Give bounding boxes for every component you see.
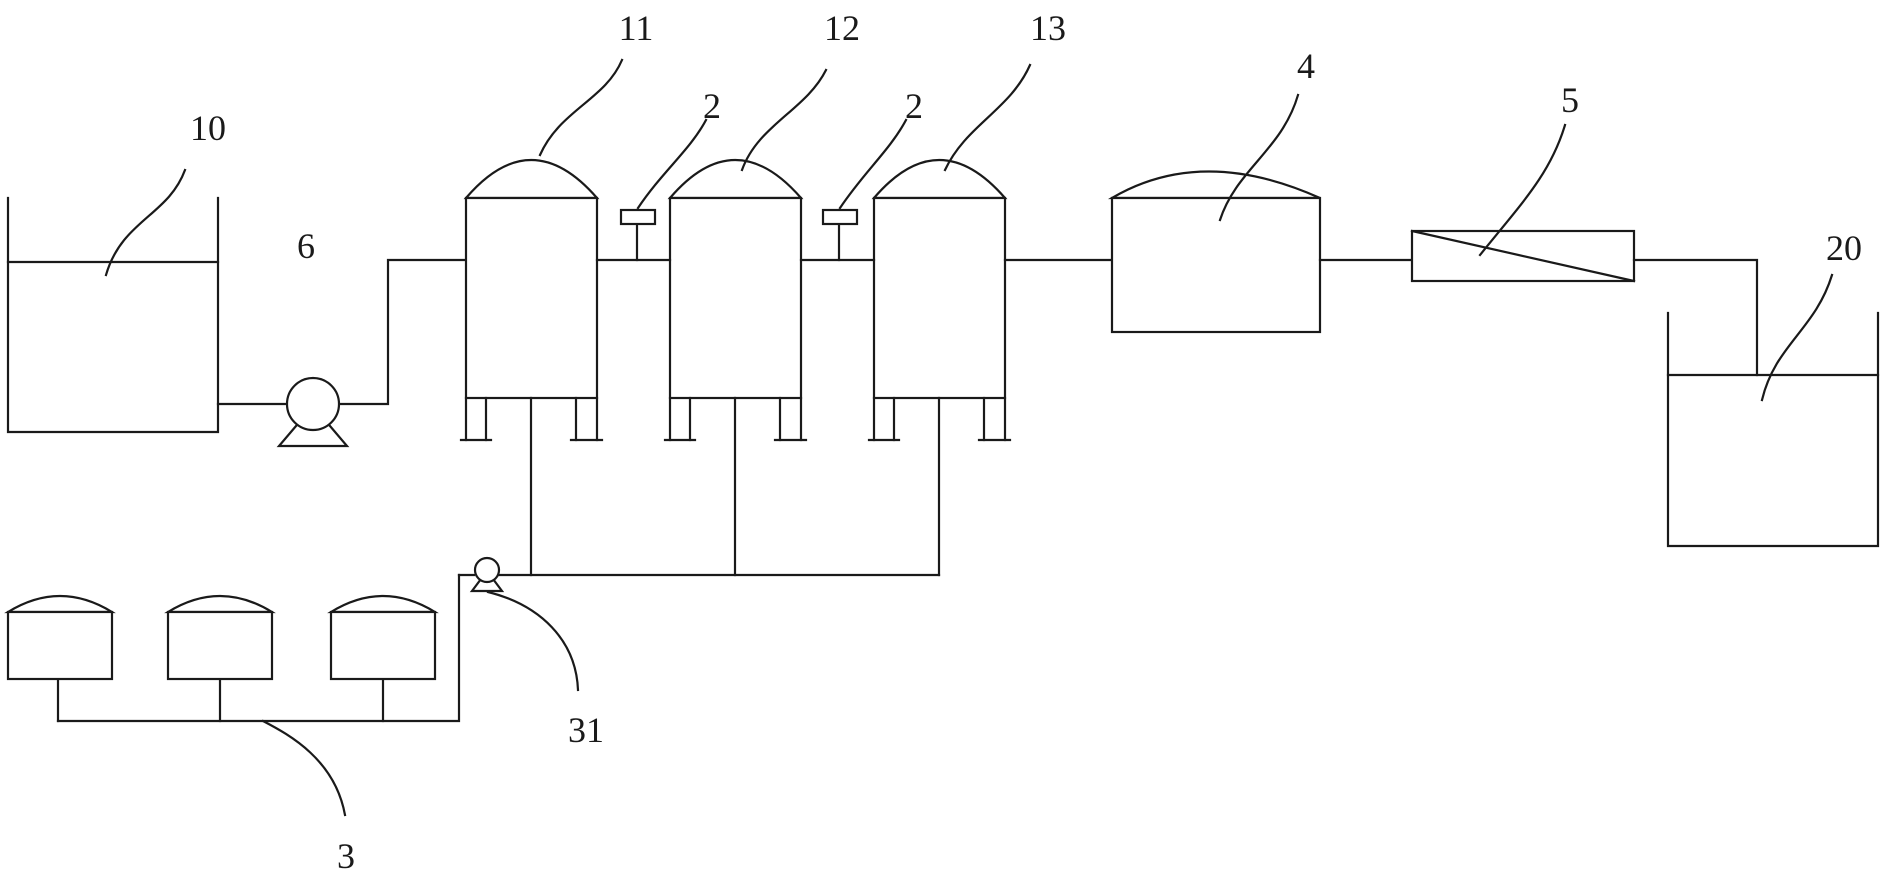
reagent-tank-1 [4,595,116,681]
label-product-tank: 20 [1826,228,1862,268]
unit-4 [1107,170,1322,334]
label-valve-a: 2 [703,86,721,126]
label-pump-main: 6 [297,226,315,266]
column-11 [459,158,604,442]
valve-a-icon [619,208,657,226]
product-tank [1666,311,1880,548]
leader-lines [104,58,1834,817]
column-12 [663,158,808,442]
reagent-tank-3 [327,595,439,681]
label-valve-b: 2 [905,86,923,126]
pipe-column-12-to-13 [799,222,876,262]
label-unit-4: 4 [1297,46,1315,86]
label-dosing-pump: 31 [568,710,604,750]
valve-b-icon [821,208,859,226]
label-reagent-tanks: 3 [337,836,355,876]
main-pump-icon [276,376,350,448]
label-column-12: 12 [824,8,860,48]
dosing-pump-icon [469,556,505,593]
column-13 [867,158,1012,442]
label-unit-5: 5 [1561,80,1579,120]
inlet-pipe [216,258,468,406]
unit-5 [1410,229,1636,283]
pipe-unit-5-to-product-tank [1632,258,1759,377]
reagent-tank-2 [164,595,276,681]
label-column-11: 11 [619,8,654,48]
dosing-manifold [56,396,941,723]
label-column-13: 13 [1030,8,1066,48]
label-raw-tank: 10 [190,108,226,148]
raw-water-tank [6,196,220,434]
pipe-column-11-to-12 [595,222,672,262]
